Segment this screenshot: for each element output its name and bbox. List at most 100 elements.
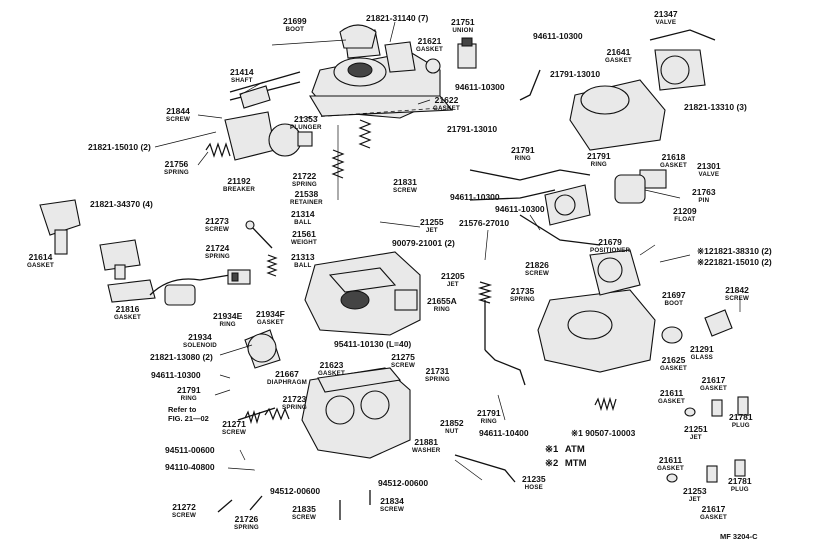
screws-bottom [217,490,371,520]
legend-atm: ※1 ATM [545,444,585,455]
main-carburetor-body [304,251,421,336]
part-number: 94611-10300 [533,31,583,41]
part-name: RETAINER [290,198,323,206]
part-number: 21611 [659,388,684,398]
part-name: BALL [294,261,312,269]
label-21576: 21576-27010 [459,219,509,228]
part-name: GLASS [690,353,713,361]
diaphragm-21667 [244,329,281,369]
part-number: 21314 [291,209,315,219]
part-number: 94611-10300 [495,204,545,214]
part-name: RING [433,305,451,313]
label-21821-31140: 21821-31140 (7) [366,14,428,23]
legend-mtm-mark: ※2 [545,458,559,469]
part-name: SCREW [222,428,247,436]
part-name: SHAFT [231,76,253,84]
part-name: SCREW [725,294,750,302]
label-94611-low1: 94611-10300 [450,193,500,202]
part-name: RING [180,394,197,402]
part-number: 21301 [697,161,721,171]
part-number: 21934 [188,332,212,342]
part-name: GASKET [700,513,727,521]
part-name: WEIGHT [291,238,317,246]
part-name: SCREW [292,513,317,521]
part-number: 21816 [115,304,140,314]
part-name: DIAPHRAGM [267,378,307,386]
part-name: GASKET [660,364,687,372]
part-number: 21826 [525,260,549,270]
part-number: 21655A [427,296,457,306]
positioner-assembly [519,184,601,246]
part-number: 21731 [425,366,450,376]
part-name: BOOT [664,299,684,307]
part-name: BOOT [285,25,305,33]
part-name: JET [446,280,459,288]
part-name: NUT [445,427,459,435]
part-number: 21881 [414,437,438,447]
label-21791-13010-a: 21791-13010 [550,70,600,79]
part-number: 21821-15010 (2) [88,142,151,152]
gasket-21622 [299,107,441,119]
part-name: PIN [698,196,710,204]
part-name: SPRING [234,523,259,531]
label-94611-10400: 94611-10400 [479,429,529,438]
part-number: 21835 [292,504,316,514]
part-number: 21313 [291,252,315,262]
part-name: HOSE [524,483,543,491]
air-horn-assembly [309,29,454,119]
legend-mtm: ※2 MTM [545,458,587,469]
part-number: 21561 [292,229,316,239]
part-name: POSITIONER [590,246,631,254]
part-name: GASKET [657,464,684,472]
part-number: 21724 [205,243,230,253]
part-number: 21623 [319,360,344,370]
legend-atm-text: ATM [564,444,585,455]
part-number: 21273 [205,216,229,226]
part-number: 21781 [728,476,752,486]
part-number: 21697 [662,290,686,300]
part-name: PLUG [731,421,750,429]
label-94512-b: 94512-00600 [270,487,320,496]
part-number: 21614 [28,252,53,262]
spring-21735 [477,281,526,386]
label-94611-mid: 94611-10300 [455,83,505,92]
part-number: 21291 [690,344,714,354]
plugs-jets-right [666,396,749,483]
part-number: 94110-40800 [165,462,215,472]
gasket-21623 [317,367,402,393]
figure-code: MF 3204-C [720,532,758,541]
part-name: SPRING [205,252,230,260]
part-name: RING [219,320,236,328]
part-name: GASKET [318,369,345,377]
part-name: GASKET [660,161,687,169]
part-number: 21621 [417,36,442,46]
part-number: 21617 [701,375,726,385]
positioner-21679 [589,249,641,296]
part-number: 21235 [522,474,546,484]
